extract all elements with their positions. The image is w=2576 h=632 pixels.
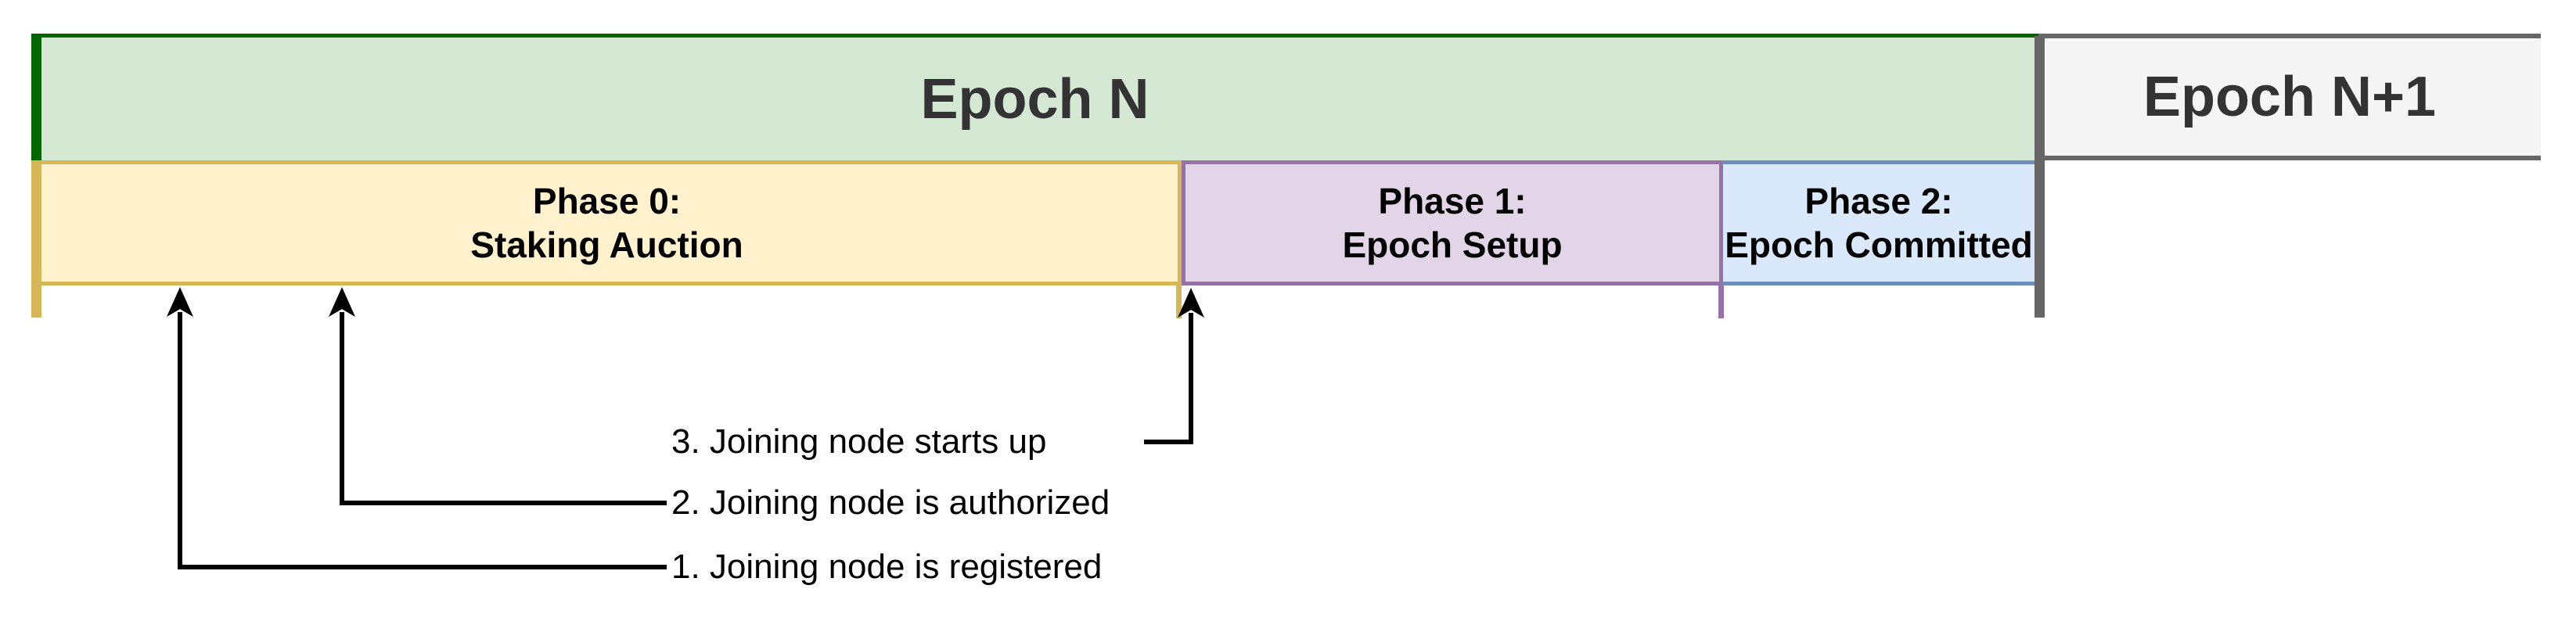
- annotation-2-arrow-line: [340, 312, 344, 505]
- epoch-n1-label: Epoch N+1: [2142, 66, 2437, 128]
- phase-0-start-boundary: [31, 160, 41, 318]
- annotation-3-connector: [1144, 440, 1193, 444]
- phase-2-title: Phase 2:: [1804, 181, 1953, 221]
- epoch-n-start-boundary: [31, 34, 41, 160]
- phase-1-end-tick: [1718, 285, 1724, 318]
- annotation-2-connector: [340, 501, 667, 505]
- annotation-1-label: 1. Joining node is registered: [671, 548, 1103, 586]
- phase-0-subtitle: Staking Auction: [470, 224, 743, 265]
- phase-1-subtitle: Epoch Setup: [1342, 224, 1563, 265]
- epoch-n-label: Epoch N: [920, 67, 1149, 131]
- phase-0-end-tick: [1176, 285, 1182, 318]
- phase-0-box: Phase 0: Staking Auction: [36, 160, 1182, 285]
- annotation-3-label: 3. Joining node starts up: [671, 422, 1047, 461]
- phase-1-title: Phase 1:: [1378, 181, 1527, 221]
- annotation-3-arrow-line: [1189, 313, 1193, 444]
- annotation-1-arrow-line: [178, 312, 182, 569]
- phase-1-box: Phase 1: Epoch Setup: [1182, 160, 1723, 285]
- epoch-n1-bar: Epoch N+1: [2038, 34, 2541, 160]
- annotation-2-label: 2. Joining node is authorized: [671, 483, 1110, 522]
- annotation-1-connector: [178, 565, 667, 569]
- phase-2-box: Phase 2: Epoch Committed: [1723, 160, 2035, 285]
- phase-0-title: Phase 0:: [532, 181, 682, 221]
- epoch-n1-start-boundary: [2035, 36, 2045, 318]
- epoch-n-bar: Epoch N: [31, 34, 2038, 160]
- phase-2-subtitle: Epoch Committed: [1725, 224, 2033, 265]
